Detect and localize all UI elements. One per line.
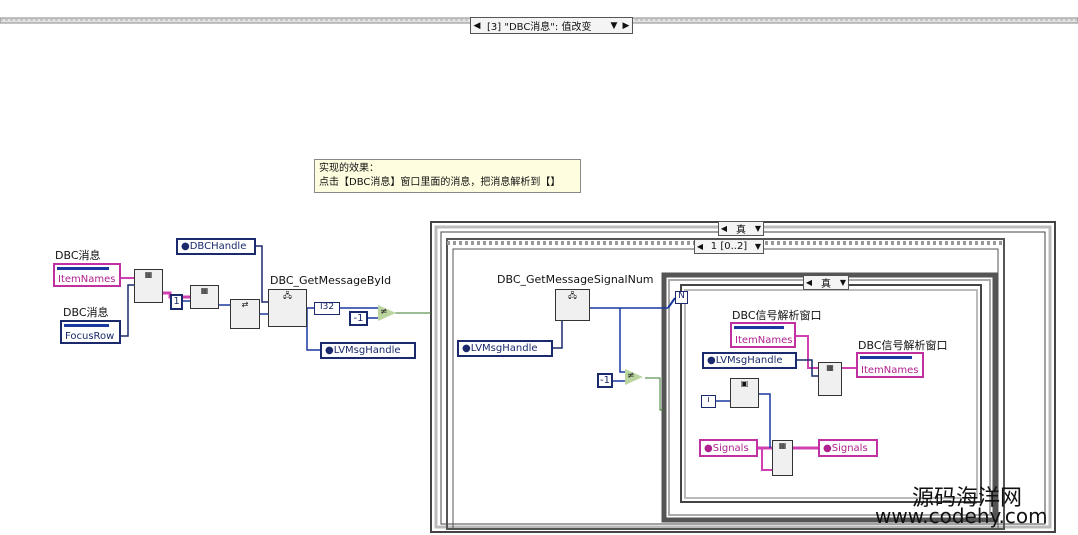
property-bar [64, 324, 109, 327]
outer-case-selector[interactable]: ◀ 真 ▼ [718, 221, 764, 236]
decrement-arrow-icon[interactable]: ◀ [696, 242, 704, 251]
signals-local-out[interactable]: ● Signals [818, 439, 878, 457]
sequence-label: 1 [0..2] [710, 241, 748, 252]
get-signal-num-node[interactable]: 🖧 [555, 289, 590, 321]
globe-icon: ● [707, 355, 716, 366]
focus-row-property[interactable]: FocusRow [60, 320, 121, 344]
dbc-handle-local[interactable]: ● DBCHandle [176, 238, 256, 255]
event-case-label: [3] "DBC消息": 值改变 [487, 22, 592, 33]
property-bar [860, 356, 912, 359]
const-minus-one-2[interactable]: -1 [597, 373, 613, 388]
chevron-down-icon[interactable]: ▼ [610, 20, 618, 31]
item-names-property-out[interactable]: ItemNames [856, 352, 924, 378]
dbc-label-1: DBC消息 [55, 249, 101, 262]
not-equal-node[interactable] [378, 305, 396, 321]
signals-local-in[interactable]: ● Signals [699, 439, 758, 457]
comment-line-1: 实现的效果： [319, 163, 379, 174]
lv-msg-handle-label: LVMsgHandle [333, 345, 401, 356]
build-array-node[interactable]: ▦ [818, 362, 842, 396]
signal-window-label-1: DBC信号解析窗口 [732, 309, 822, 322]
globe-icon: ● [462, 343, 471, 354]
watermark-url: www.codehy.com [875, 504, 1048, 528]
outer-case-label: 真 [736, 225, 746, 236]
signals-in-label: Signals [712, 442, 749, 454]
i32-tag: I32 [314, 302, 340, 315]
decrement-arrow-icon[interactable]: ◀ [473, 20, 481, 31]
not-equal-sign-2: ≠ [627, 371, 635, 381]
loop-count-terminal: N [675, 291, 688, 304]
dbc-handle-label: DBCHandle [189, 241, 247, 252]
lv-msg-handle-local[interactable]: ● LVMsgHandle [320, 342, 416, 359]
signals-out-label: Signals [831, 442, 868, 454]
watermark-text: 源码海洋网 [912, 486, 1023, 511]
sequence-selector[interactable]: ◀ 1 [0..2] ▼ [694, 239, 764, 254]
index-array-node-2[interactable]: ▦ [190, 285, 219, 309]
globe-icon: ● [704, 442, 713, 454]
get-signal-num-label: DBC_GetMessageSignalNum [497, 273, 654, 286]
item-names-property[interactable]: ItemNames [53, 263, 121, 287]
get-message-by-id-node[interactable]: 🖧 [268, 289, 307, 327]
item-names-label: ItemNames [58, 273, 116, 285]
loop-iteration-terminal: i [701, 395, 716, 408]
item-names-out-label: ItemNames [861, 364, 919, 376]
not-equal-node-2[interactable] [625, 369, 643, 385]
lv-msg-handle-label-2: LVMsgHandle [470, 343, 538, 354]
event-case-selector[interactable]: ◀ [3] "DBC消息": 值改变 ▼ ▶ [470, 17, 633, 34]
subvi-node[interactable]: ▣ [730, 378, 759, 408]
lv-msg-handle-local-2[interactable]: ● LVMsgHandle [457, 340, 553, 357]
comment-box[interactable]: 实现的效果： 点击【DBC消息】窗口里面的消息，把消息解析到【】 [314, 159, 581, 193]
globe-icon: ● [325, 345, 334, 356]
conversion-node[interactable]: ⇄ [230, 299, 260, 329]
signal-window-label-2: DBC信号解析窗口 [858, 339, 948, 352]
const-minus-one[interactable]: -1 [349, 311, 368, 326]
property-bar [57, 267, 109, 270]
inner-case-label: 真 [821, 279, 831, 290]
inner-case-selector[interactable]: ◀ 真 ▼ [803, 275, 849, 290]
item-names-in-label: ItemNames [735, 334, 793, 346]
comment-line-2: 点击【DBC消息】窗口里面的消息，把消息解析到【】 [319, 177, 561, 188]
decrement-arrow-icon[interactable]: ◀ [720, 224, 728, 233]
index-array-node[interactable]: ▦ [134, 269, 163, 303]
item-names-property-in[interactable]: ItemNames [730, 322, 796, 348]
chevron-down-icon[interactable]: ▼ [754, 224, 762, 233]
globe-icon: ● [823, 442, 832, 454]
build-array-node-2[interactable]: ▦ [772, 440, 793, 476]
lv-msg-handle-local-3[interactable]: ● LVMsgHandle [702, 352, 797, 369]
decrement-arrow-icon[interactable]: ◀ [805, 278, 813, 287]
lv-msg-handle-label-3: LVMsgHandle [715, 355, 783, 366]
dbc-label-2: DBC消息 [63, 306, 109, 319]
focus-row-label: FocusRow [65, 330, 115, 342]
property-bar [734, 326, 784, 329]
get-message-label: DBC_GetMessageById [270, 274, 392, 287]
increment-arrow-icon[interactable]: ▶ [622, 20, 630, 31]
chevron-down-icon[interactable]: ▼ [754, 242, 762, 251]
not-equal-sign: ≠ [380, 307, 388, 317]
chevron-down-icon[interactable]: ▼ [839, 278, 847, 287]
globe-icon: ● [181, 241, 190, 252]
const-one[interactable]: 1 [170, 294, 183, 310]
